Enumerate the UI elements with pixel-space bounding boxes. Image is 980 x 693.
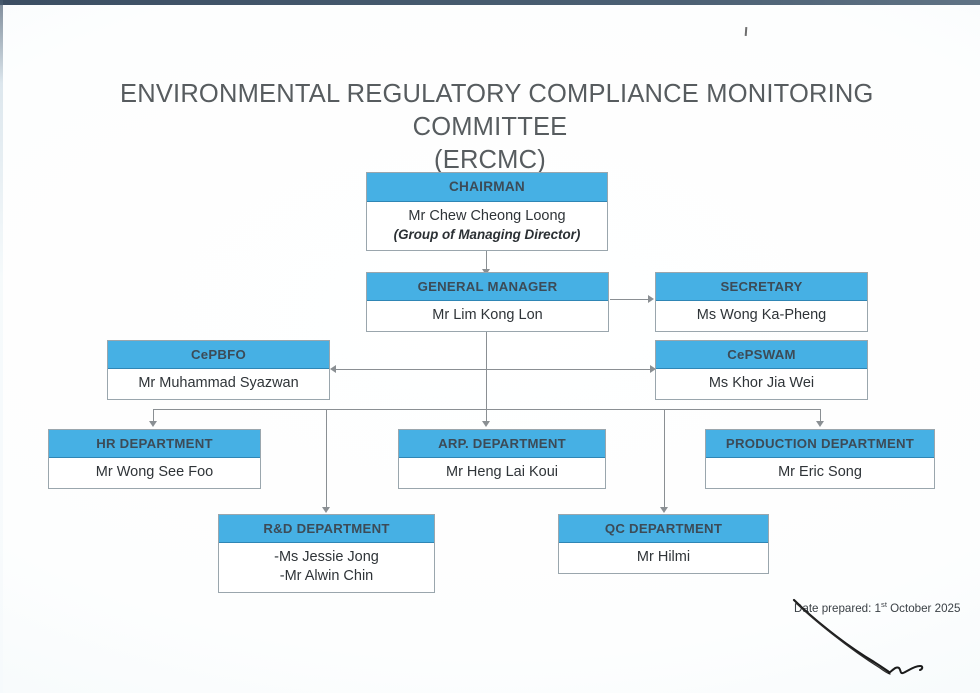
node-hr-department-body: Mr Wong See Foo — [49, 458, 260, 489]
node-arp-department-title: ARP. DEPARTMENT — [399, 430, 605, 459]
node-rnd-department-name-1: -Ms Jessie Jong — [274, 549, 379, 566]
node-cepbfo-body: Mr Muhammad Syazwan — [108, 369, 329, 400]
arrow-to-qc-department — [660, 507, 668, 513]
arrow-to-production-department — [816, 421, 824, 427]
node-secretary-title: SECRETARY — [656, 273, 867, 302]
node-rnd-department[interactable]: R&D DEPARTMENT -Ms Jessie Jong -Mr Alwin… — [218, 514, 435, 594]
scan-edge-left — [0, 0, 3, 693]
node-cepswam[interactable]: CePSWAM Ms Khor Jia Wei — [655, 340, 868, 401]
node-production-department-body: Mr Eric Song — [706, 458, 934, 489]
page-title-line-1: ENVIRONMENTAL REGULATORY COMPLIANCE MONI… — [120, 80, 874, 108]
node-secretary-body: Ms Wong Ka-Pheng — [656, 301, 867, 332]
connector-ce-horizontal-bus — [336, 369, 652, 371]
node-hr-department[interactable]: HR DEPARTMENT Mr Wong See Foo — [48, 429, 261, 490]
node-arp-department-body: Mr Heng Lai Koui — [399, 458, 605, 489]
node-production-department[interactable]: PRODUCTION DEPARTMENT Mr Eric Song — [705, 429, 935, 490]
date-prepared-suffix: October 2025 — [886, 601, 961, 615]
page-title-line-3: (ERCMC) — [434, 146, 546, 174]
node-rnd-department-title: R&D DEPARTMENT — [219, 515, 434, 544]
connector-gm-to-secretary — [610, 299, 649, 301]
node-secretary[interactable]: SECRETARY Ms Wong Ka-Pheng — [655, 272, 868, 333]
node-cepbfo-title: CePBFO — [108, 341, 329, 370]
page-title: ENVIRONMENTAL REGULATORY COMPLIANCE MONI… — [120, 78, 874, 177]
node-rnd-department-name-2: -Mr Alwin Chin — [279, 568, 374, 585]
node-arp-department-name: Mr Heng Lai Koui — [445, 464, 559, 481]
node-chairman-name: Mr Chew Cheong Loong — [408, 207, 566, 224]
node-chairman-subtitle: (Group of Managing Director) — [393, 226, 581, 242]
connector-bus-to-qc — [664, 409, 666, 509]
node-chairman-body: Mr Chew Cheong Loong (Group of Managing … — [367, 201, 607, 250]
node-cepswam-name: Ms Khor Jia Wei — [708, 375, 815, 392]
scan-edge-top — [0, 0, 980, 5]
node-production-department-title: PRODUCTION DEPARTMENT — [706, 430, 934, 459]
connector-bus-to-hr — [153, 409, 155, 423]
node-cepbfo-name: Mr Muhammad Syazwan — [138, 375, 299, 392]
node-arp-department[interactable]: ARP. DEPARTMENT Mr Heng Lai Koui — [398, 429, 606, 490]
node-general-manager-name: Mr Lim Kong Lon — [432, 307, 543, 324]
connector-bus-to-rnd — [326, 409, 328, 509]
node-production-department-name: Mr Eric Song — [778, 464, 862, 481]
node-qc-department[interactable]: QC DEPARTMENT Mr Hilmi — [558, 514, 769, 575]
connector-bus-to-arp — [486, 409, 488, 423]
node-qc-department-name: Mr Hilmi — [636, 549, 691, 566]
node-hr-department-title: HR DEPARTMENT — [49, 430, 260, 459]
connector-chairman-to-gm — [486, 243, 488, 271]
node-general-manager[interactable]: GENERAL MANAGER Mr Lim Kong Lon — [366, 272, 609, 333]
date-prepared-prefix: Date prepared: 1 — [794, 601, 882, 615]
node-qc-department-title: QC DEPARTMENT — [559, 515, 768, 544]
arrow-to-cepbfo — [330, 365, 336, 373]
node-rnd-department-body: -Ms Jessie Jong -Mr Alwin Chin — [219, 543, 434, 593]
node-cepswam-title: CePSWAM — [656, 341, 867, 370]
node-chairman[interactable]: CHAIRMAN Mr Chew Cheong Loong (Group of … — [366, 172, 608, 251]
node-qc-department-body: Mr Hilmi — [559, 543, 768, 574]
arrow-to-hr-department — [149, 421, 157, 427]
connector-bus-to-production — [820, 409, 822, 423]
node-general-manager-body: Mr Lim Kong Lon — [367, 301, 608, 332]
arrow-to-secretary — [648, 295, 654, 303]
arrow-to-rnd-department — [322, 507, 330, 513]
node-general-manager-title: GENERAL MANAGER — [367, 273, 608, 302]
date-prepared-note: Date prepared: 1st October 2025 — [794, 600, 960, 615]
node-secretary-name: Ms Wong Ka-Pheng — [696, 307, 827, 324]
node-hr-department-name: Mr Wong See Foo — [95, 464, 214, 481]
node-cepswam-body: Ms Khor Jia Wei — [656, 369, 867, 400]
arrow-to-cepswam — [650, 365, 656, 373]
node-chairman-title: CHAIRMAN — [367, 173, 607, 202]
node-cepbfo[interactable]: CePBFO Mr Muhammad Syazwan — [107, 340, 330, 401]
page-title-line-2: COMMITTEE — [412, 113, 568, 141]
connector-gm-down-to-ce-bus — [486, 325, 488, 370]
connector-ce-bus-down-to-department-bus — [486, 370, 488, 410]
arrow-to-arp-department — [482, 421, 490, 427]
